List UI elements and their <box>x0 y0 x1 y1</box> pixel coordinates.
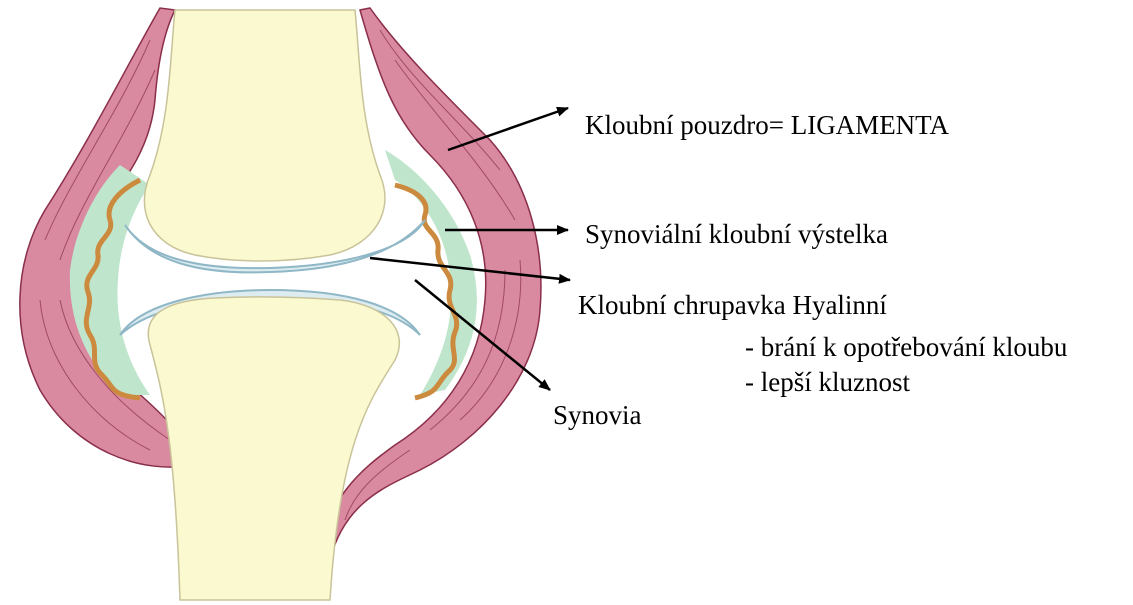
upper-bone <box>144 10 385 261</box>
capsule-label: Kloubní pouzdro= LIGAMENTA <box>585 112 949 139</box>
synovial-lining-label: Synoviální kloubní výstelka <box>585 221 888 248</box>
cartilage-note-wear: - brání k opotřebování kloubu <box>745 334 1067 361</box>
cartilage-note-glide: - lepší kluznost <box>745 369 910 396</box>
synovia-label: Synovia <box>553 402 642 429</box>
lower-bone <box>148 297 399 600</box>
cartilage-label: Kloubní chrupavka Hyalinní <box>578 292 887 319</box>
